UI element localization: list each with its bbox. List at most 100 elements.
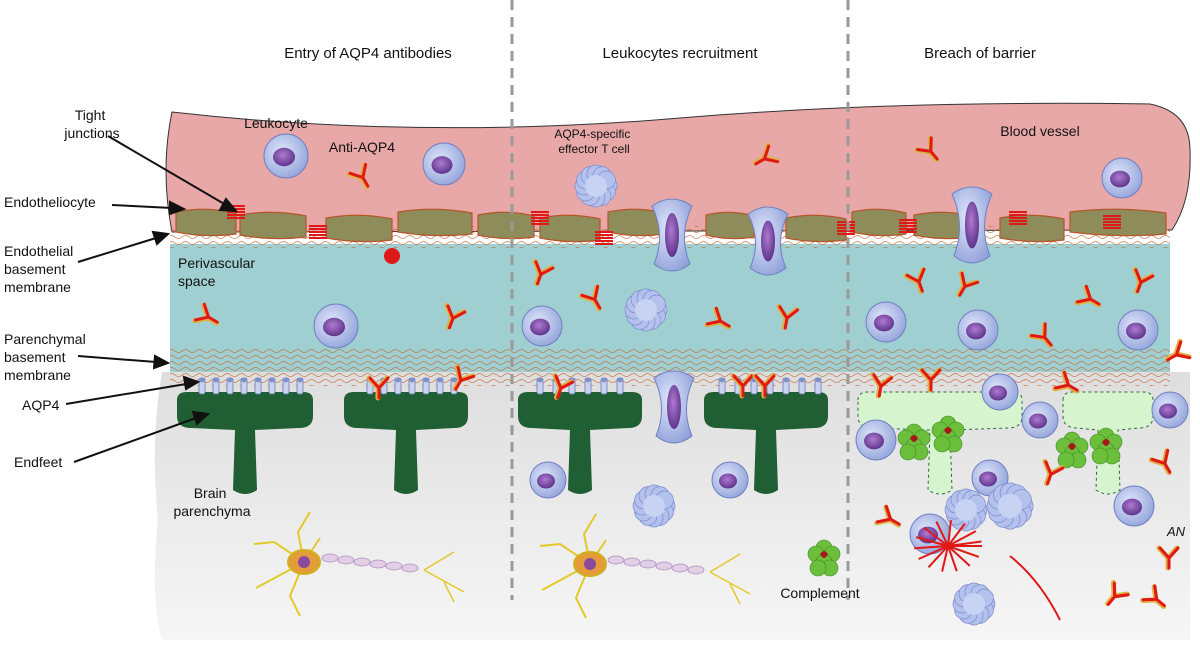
- anti-aqp4-antibody: [578, 284, 602, 312]
- leukocyte: [855, 419, 897, 461]
- anti-aqp4-antibody: [1074, 284, 1102, 308]
- aqp4-channel: [436, 377, 444, 395]
- aqp4-channel: [782, 377, 790, 395]
- aqp4-channel: [584, 377, 592, 395]
- aqp4-channel: [616, 377, 624, 395]
- aqp4-channel: [240, 377, 248, 395]
- endotheliocyte: [705, 211, 755, 240]
- cells-layer: [263, 133, 1189, 626]
- aqp4-channel: [536, 377, 544, 395]
- transmigrating-leukocyte: [651, 198, 693, 272]
- endothelium-layer: [175, 205, 1167, 264]
- label-t-cell: AQP4-specific effector T cell: [554, 127, 633, 156]
- anti-aqp4-antibody: [704, 306, 732, 330]
- label-parenchymal-bm: Parenchymal basement membrane: [4, 331, 90, 383]
- anti-aqp4-antibody: [1105, 580, 1130, 607]
- label-endothelial-bm: Endothelial basement membrane: [4, 243, 77, 295]
- label-endfeet: Endfeet: [14, 454, 62, 470]
- aqp4-channel: [268, 377, 276, 395]
- anti-aqp4-antibody: [1132, 267, 1155, 294]
- anti-aqp4-antibody: [730, 373, 754, 399]
- label-perivascular-space: Perivascular space: [178, 255, 259, 289]
- leukocyte: [1151, 391, 1189, 429]
- aqp4-channel: [198, 377, 206, 395]
- anti-aqp4-antibody: [776, 304, 800, 331]
- complement: [1055, 431, 1089, 469]
- leukocyte: [711, 461, 749, 499]
- label-leukocyte: Leukocyte: [244, 115, 308, 131]
- damaged-astrocyte: [914, 519, 1061, 621]
- neuron: [253, 511, 465, 617]
- aqp4-channel: [212, 377, 220, 395]
- leukocyte: [1113, 485, 1155, 527]
- transmigrating-leukocyte: [951, 186, 993, 264]
- anti-aqp4-antibody: [1028, 322, 1053, 349]
- label-blood-vessel: Blood vessel: [1000, 123, 1079, 139]
- anti-aqp4-antibody: [914, 136, 939, 163]
- anti-aqp4-antibody: [752, 373, 776, 399]
- anti-aqp4-antibody: [366, 375, 390, 401]
- aqp4-channel: [422, 377, 430, 395]
- anti-aqp4-antibody: [956, 270, 980, 298]
- endfoot: [704, 392, 828, 494]
- aqp4-channel: [798, 377, 806, 395]
- leukocyte: [957, 309, 999, 351]
- endotheliocyte: [239, 211, 307, 240]
- leukocyte: [865, 301, 907, 343]
- anti-aqp4-antibody: [1052, 370, 1080, 394]
- endfeet-layer: [177, 377, 1154, 495]
- endfoot: [344, 392, 468, 494]
- anti-aqp4-antibody: [1156, 545, 1180, 571]
- endotheliocyte: [477, 211, 535, 240]
- aqp4-channel: [254, 377, 262, 395]
- aqp4-channel: [600, 377, 608, 395]
- t-cell: [574, 164, 618, 208]
- endotheliocyte: [539, 214, 601, 243]
- endotheliocyte: [175, 208, 237, 237]
- neuron: [539, 513, 751, 619]
- label-aqp4: AQP4: [22, 397, 60, 413]
- aqp4-channel: [226, 377, 234, 395]
- label-complement: Complement: [780, 585, 859, 601]
- anti-aqp4-antibody: [918, 367, 942, 393]
- endotheliocyte: [785, 214, 847, 243]
- label-endotheliocyte: Endotheliocyte: [4, 194, 96, 210]
- artist-signature: AN: [1166, 524, 1186, 539]
- aqp4-channel: [718, 377, 726, 395]
- endotheliocyte: [999, 214, 1065, 243]
- tight-junction: [1103, 215, 1121, 229]
- leukocyte: [313, 303, 359, 349]
- leukocyte: [521, 305, 563, 347]
- anti-aqp4-antibody: [870, 372, 894, 399]
- anti-aqp4-antibody: [1164, 338, 1192, 362]
- endotheliocyte: [397, 208, 473, 237]
- anti-aqp4-antibody: [1140, 584, 1167, 609]
- tight-junction: [309, 225, 327, 239]
- leukocyte: [981, 373, 1019, 411]
- label-arrows: [65, 135, 239, 463]
- label-tight-junctions: Tight junctions: [63, 107, 119, 141]
- anti-aqp4-antibody: [903, 267, 926, 294]
- endfoot: [518, 392, 642, 494]
- leukocyte: [1117, 309, 1159, 351]
- endotheliocyte: [851, 208, 907, 237]
- label-anti-aqp4: Anti-AQP4: [329, 139, 395, 155]
- endfoot: [177, 392, 313, 494]
- tight-junction: [837, 221, 855, 235]
- label-brain-parenchyma: Brain parenchyma: [173, 485, 250, 519]
- anti-aqp4-antibody: [532, 259, 555, 286]
- complement: [807, 539, 841, 577]
- transmigrating-leukocyte: [653, 370, 695, 444]
- tight-junction: [899, 219, 917, 233]
- anti-aqp4-antibody: [874, 504, 902, 528]
- panel-title-2: Leukocytes recruitment: [602, 45, 758, 62]
- anti-aqp4-antibody: [1148, 448, 1172, 476]
- neurons-layer: [253, 511, 751, 619]
- leukocyte: [1101, 157, 1143, 199]
- complement: [1089, 427, 1123, 465]
- anti-aqp4-antibody: [346, 162, 370, 190]
- t-cell: [986, 482, 1034, 530]
- complement: [897, 423, 931, 461]
- aqp4-channel: [394, 377, 402, 395]
